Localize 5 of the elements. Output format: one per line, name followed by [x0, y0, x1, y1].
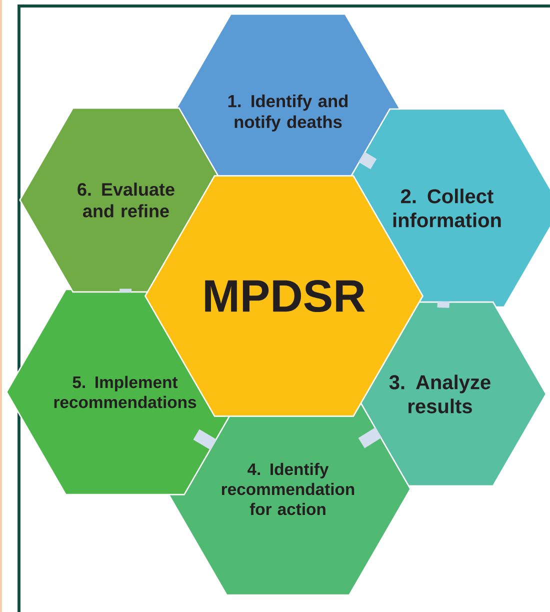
connector-band — [193, 429, 217, 450]
connector-band — [358, 427, 382, 448]
connector-band — [358, 152, 377, 170]
connector-band — [437, 301, 450, 308]
connector-band — [120, 288, 132, 293]
